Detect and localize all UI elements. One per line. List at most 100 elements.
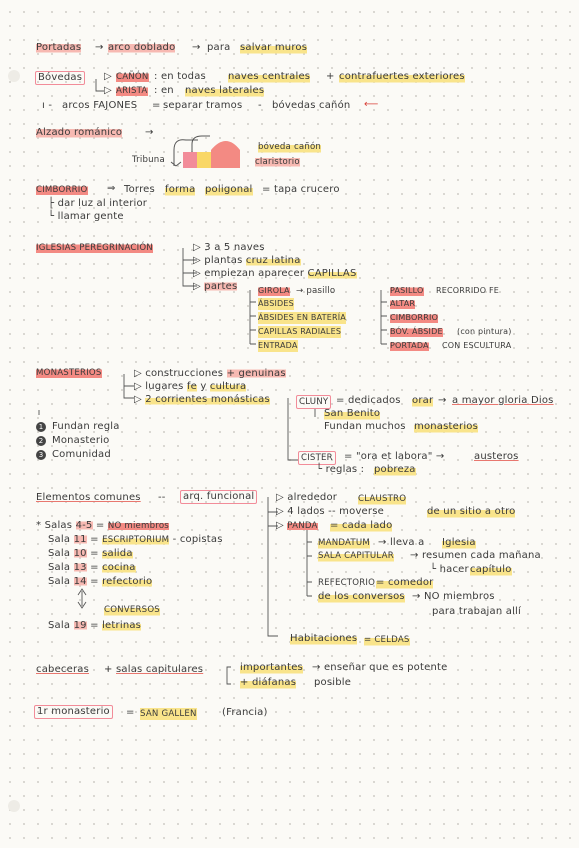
sala-row: Sala 19 = letrinas xyxy=(48,620,142,631)
parte-absides: ÁBSIDES xyxy=(258,298,294,310)
cister-pobreza: pobreza xyxy=(374,464,416,476)
canon-naves: naves centrales xyxy=(228,71,311,83)
canon-contrafuertes: contrafuertes exteriores xyxy=(339,71,465,83)
pasillo-tail: RECORRIDO FE xyxy=(436,286,500,295)
arcos-dash: - xyxy=(258,100,262,111)
arrow-icon: ▷ xyxy=(104,85,112,96)
salas-capitulares: salas capitulares xyxy=(116,664,204,675)
cada-lado: = cada lado xyxy=(330,520,393,532)
primer-monasterio-label: 1r monasterio xyxy=(34,705,113,719)
cimborrio-tapa: = tapa crucero xyxy=(262,184,340,195)
alzado-diagram xyxy=(170,135,240,168)
cuatro-lados: ▷ 4 lados -- moverse xyxy=(276,506,384,517)
arcos-prefix: ı - xyxy=(42,100,53,111)
sala-row: Sala 13 = cocina xyxy=(48,562,136,573)
cimborrio-torres: Torres xyxy=(124,184,155,195)
mandatum-text: → lleva a xyxy=(378,537,425,548)
arrow-icon: → xyxy=(192,42,201,53)
cister-reglas: └ reglas : xyxy=(316,464,365,475)
arcos-text: separar tramos xyxy=(163,100,243,111)
sala-capitular: SALA CAPITULAR xyxy=(318,550,394,562)
no-miembros: → NO miembros xyxy=(412,591,495,602)
arcos-eq: = xyxy=(152,100,161,111)
cluny-arrow: → xyxy=(438,395,447,406)
san-benito: San Benito xyxy=(324,408,381,420)
pere-item-3: ▷ empiezan aparecer CAPILLAS xyxy=(193,268,357,279)
importantes-tail: → enseñar que es potente xyxy=(312,662,448,673)
pere-item-1: ▷ 3 a 5 naves xyxy=(193,242,265,253)
comedor: = comedor xyxy=(376,577,434,589)
arrow-icon: → xyxy=(95,42,104,53)
cimborrio-poligonal: poligonal xyxy=(205,184,253,196)
cabeceras: cabeceras xyxy=(36,664,90,675)
fundan-text: Fundan muchos xyxy=(324,421,406,432)
cluny-label: CLUNY xyxy=(296,395,332,409)
cister-label: CISTER xyxy=(298,451,336,465)
tribuna-label: Tribuna xyxy=(132,155,165,165)
arista-label: ARISTA xyxy=(116,85,148,97)
cabeceras-plus: + xyxy=(104,664,113,675)
bovedas-label: Bóvedas xyxy=(35,71,86,85)
fundan-monasterios: monasterios xyxy=(414,421,479,433)
claustro: CLAUSTRO xyxy=(358,493,407,505)
number-1-icon: 1 xyxy=(36,422,46,432)
importantes: importantes xyxy=(240,662,303,674)
numbered-1: Fundan regla xyxy=(52,421,120,432)
conversos-label: CONVERSOS xyxy=(104,604,160,616)
arrow-icon: → xyxy=(145,127,154,138)
diafanas-tail: posible xyxy=(314,677,352,688)
elementos-label: Elementos comunes xyxy=(36,492,141,503)
parte-girola: GIROLA xyxy=(258,285,290,297)
habitaciones: Habitaciones xyxy=(290,633,358,645)
san-gallen: SAN GALLEN xyxy=(140,708,197,720)
sala-row: Sala 10 = salida xyxy=(48,548,133,559)
arq-funcional: arq. funcional xyxy=(180,490,258,504)
hacer: └ hacer xyxy=(430,564,469,575)
portada-tail: CON ESCULTURA xyxy=(442,341,512,350)
alzado-label: Alzado románico xyxy=(36,127,123,139)
sala-row: Sala 14 = refectorio xyxy=(48,576,153,587)
parte-absides-bateria: ÁBSIDES EN BATERÍA xyxy=(258,312,346,324)
implies-icon: ⇒ xyxy=(107,183,116,194)
arrow-left-icon: ⟵ xyxy=(364,99,379,110)
arista-naves: naves laterales xyxy=(185,85,265,97)
arcos-label: arcos FAJONES xyxy=(62,100,138,111)
monasterios-label: MONASTERIOS xyxy=(36,367,102,379)
parte-capillas-radiales: CAPILLAS RADIALES xyxy=(258,326,342,338)
portadas-arco: arco doblado xyxy=(108,42,176,54)
boveda-canon-label: bóveda cañón xyxy=(258,141,322,153)
mon-item-3: ▷ 2 corrientes monásticas xyxy=(134,394,270,405)
parte-entrada: ENTRADA xyxy=(258,340,298,352)
capitulo: capítulo xyxy=(470,564,512,576)
arista-text: : en xyxy=(154,85,174,96)
boveda-tail: (con pintura) xyxy=(457,327,512,336)
pere-partes: ▷ partes xyxy=(193,281,238,292)
cimborrio-forma: forma xyxy=(165,184,196,196)
canon-label: CAÑÓN xyxy=(116,71,149,83)
punch-hole xyxy=(8,70,20,82)
peregrinacion-label: IGLESIAS PEREGRINACIÓN xyxy=(36,242,153,254)
celdas: = CELDAS xyxy=(364,634,410,646)
francia: (Francia) xyxy=(222,707,268,718)
cluny-orar: orar xyxy=(412,395,434,407)
portadas-label: Portadas xyxy=(36,42,82,54)
sala-row: * Salas 4-5 = NO miembros xyxy=(36,520,169,531)
cimborrio-label: CIMBORRIO xyxy=(36,184,88,196)
parte-altar: ALTAR xyxy=(390,298,416,310)
mon-item-2: ▷ lugares fe y cultura xyxy=(134,381,247,392)
cimborrio-sub-1: ├ dar luz al interior xyxy=(48,198,148,209)
elementos-dashes: -- xyxy=(158,492,166,503)
cluny-text: = dedicados xyxy=(336,395,401,406)
arrow-icon: ▷ xyxy=(104,71,112,82)
iglesia: Iglesia xyxy=(442,537,476,549)
cimborrio-sub-2: └ llamar gente xyxy=(48,211,124,222)
canon-plus: + xyxy=(326,71,335,82)
punch-hole xyxy=(8,800,20,812)
parte-boveda-abside: BÓV. ÁBSIDE xyxy=(390,326,443,338)
number-3-icon: 3 xyxy=(36,450,46,460)
parte-portada: PORTADA xyxy=(390,340,429,352)
panda-row: ▷ PANDA xyxy=(276,520,318,531)
alrededor: ▷ alrededor xyxy=(276,492,338,503)
diafanas: + diáfanas xyxy=(240,677,297,689)
